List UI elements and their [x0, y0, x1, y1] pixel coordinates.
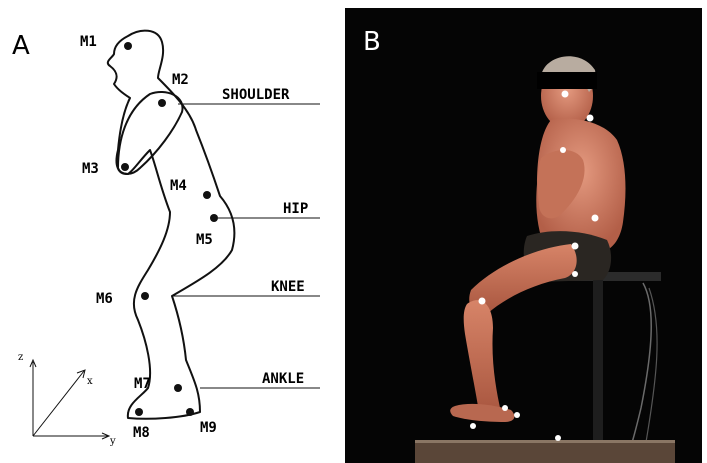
panel-b-letter: B [363, 27, 381, 57]
panel-b-photo: B [345, 8, 702, 463]
photo-marker-chest [560, 147, 566, 153]
marker-label-m4: M4 [170, 178, 187, 194]
marker-label-m6: M6 [96, 291, 113, 307]
marker-label-m2: M2 [172, 72, 189, 88]
marker-dot-m1 [124, 42, 132, 50]
marker-dot-m8 [135, 408, 143, 416]
axis-z-label: z [18, 352, 23, 363]
axis-y-label: y [109, 436, 116, 447]
marker-label-m7: M7 [134, 376, 151, 392]
joint-label-knee: KNEE [271, 279, 305, 295]
coordinate-axes [30, 360, 109, 439]
marker-dot-m5 [210, 214, 218, 222]
marker-dot-m7 [174, 384, 182, 392]
joint-label-shoulder: SHOULDER [222, 87, 290, 103]
photo-marker-shoulder [587, 115, 594, 122]
photo-marker-ankle [502, 405, 508, 411]
photo-marker-heel [514, 412, 520, 418]
marker-label-m5: M5 [196, 232, 213, 248]
photo-marker-toe [470, 423, 476, 429]
photo-marker-knee [479, 298, 486, 305]
marker-dot-m9 [186, 408, 194, 416]
axis-x-label: x [87, 376, 93, 387]
marker-dot-m4 [203, 191, 211, 199]
marker-label-m3: M3 [82, 161, 99, 177]
joint-label-hip: HIP [283, 201, 308, 217]
photo-marker-floor [555, 435, 561, 441]
joint-pointer-lines [172, 104, 320, 388]
marker-label-m8: M8 [133, 425, 150, 441]
marker-dot-m2 [158, 99, 166, 107]
marker-dots [121, 42, 218, 416]
panel-a-diagram: A M1 M2 M3 M4 M5 M6 M7 M8 M9 SHOULDER HI… [0, 0, 345, 463]
photo-marker-trunk [592, 215, 599, 222]
axis-x-line [33, 371, 84, 436]
photo-marker-hip [572, 243, 579, 250]
photo-marker-thigh [572, 271, 578, 277]
identity-redaction-bar [537, 72, 597, 89]
body-outline [108, 31, 235, 419]
marker-dot-m3 [121, 163, 129, 171]
marker-dot-m6 [141, 292, 149, 300]
floor-plate [415, 442, 675, 463]
panel-a-letter: A [12, 31, 30, 61]
joint-label-ankle: ANKLE [262, 371, 304, 387]
marker-label-m1: M1 [80, 34, 97, 50]
marker-label-m9: M9 [200, 420, 217, 436]
photo-marker-head [562, 91, 569, 98]
